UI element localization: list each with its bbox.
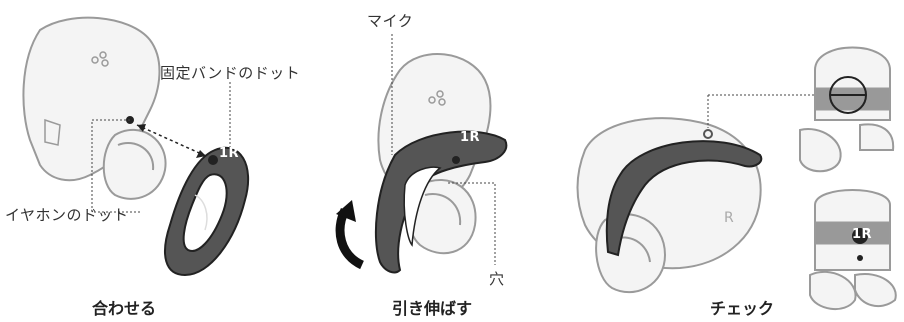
label-hole: 穴 [489, 270, 505, 288]
stabilizer-band-step3 [605, 140, 763, 257]
band-dot-step2 [452, 156, 460, 164]
band-mark-detail: 1R [852, 227, 873, 242]
stabilizer-band-step1 [164, 147, 250, 277]
caption-step2: 引き伸ばす [392, 299, 473, 318]
earbud-letter-r: R [724, 210, 735, 226]
label-earbud-dot: イヤホンのドット [5, 206, 129, 224]
stabilizer-band-step2 [374, 130, 508, 274]
earbud-dot-step3 [703, 129, 713, 139]
caption-step1: 合わせる [92, 299, 157, 318]
detail-top [799, 46, 895, 173]
label-mic: マイク [367, 12, 414, 30]
band-mark-step1: 1R [219, 146, 240, 161]
caption-step3: チェック [710, 299, 775, 318]
band-mark-step2: 1R [460, 130, 481, 145]
band-dot-marker [208, 155, 218, 165]
ear-tip-step1 [102, 129, 167, 200]
detail-bottom [809, 189, 897, 311]
label-band-dot: 固定バンドのドット [160, 64, 301, 82]
